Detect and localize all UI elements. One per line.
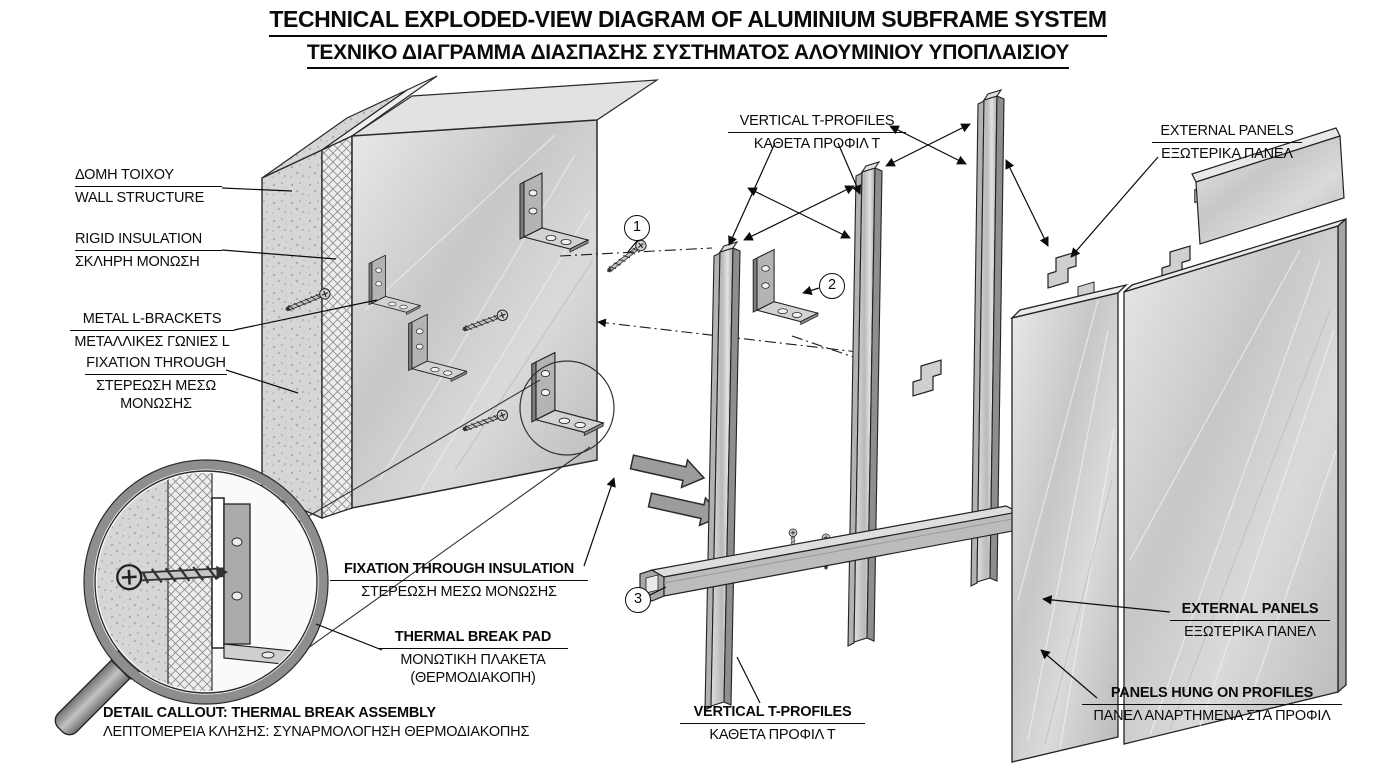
label-fixation-through: FIXATION THROUGH ΣΤΕΡΕΩΣΗ ΜΕΣΩ ΜΟΝΩΣΗΣ [85, 354, 227, 414]
title-greek: ΤΕΧΝΙΚΟ ΔΙΑΓΡΑΜΜΑ ΔΙΑΣΠΑΣΗΣ ΣΥΣΤΗΜΑΤΟΣ Α… [306, 41, 1069, 69]
label-panels-hung-on-profiles: PANELS HUNG ON PROFILES ΠΑΝΕΛ ΑΝΑΡΤΗΜΕΝΑ… [1082, 684, 1342, 725]
label-panels-hung-on-profiles-el: ΠΑΝΕΛ ΑΝΑΡΤΗΜΕΝΑ ΣΤΑ ΠΡΟΦΙΛ [1093, 707, 1331, 724]
external-panel-strip-top [1191, 127, 1345, 245]
label-fixation-through-insulation: FIXATION THROUGH INSULATION ΣΤΕΡΕΩΣΗ ΜΕΣ… [330, 560, 588, 601]
callout-2: 2 [819, 273, 845, 299]
label-external-panels-top-en: EXTERNAL PANELS [1152, 122, 1302, 143]
label-thermal-break-pad-el1: ΜΟΝΩΤΙΚΗ ΠΛΑΚΕΤΑ [400, 651, 546, 668]
label-vertical-t-profiles-top-el: ΚΑΘΕΤΑ ΠΡΟΦΙΛ Τ [753, 135, 881, 152]
label-wall-structure-el: ΔΟΜΗ ΤΟΙΧΟΥ [75, 166, 222, 187]
label-vertical-t-profiles-top: VERTICAL T-PROFILES ΚΑΘΕΤΑ ΠΡΟΦΙΛ Τ [728, 112, 906, 153]
external-panel-b [1123, 217, 1347, 745]
label-fixation-through-insulation-el: ΣΤΕΡΕΩΣΗ ΜΕΣΩ ΜΟΝΩΣΗΣ [361, 583, 557, 600]
detail-tangent-lines [286, 379, 591, 664]
label-thermal-break-pad-el2: (ΘΕΡΜΟΔΙΑΚΟΠΗ) [410, 670, 536, 687]
label-rigid-insulation: RIGID INSULATION ΣΚΛΗΡΗ ΜΟΝΩΣΗ [75, 230, 222, 271]
label-external-panels-right: EXTERNAL PANELS ΕΞΩΤΕΡΙΚΑ ΠΑΝΕΛ [1170, 600, 1330, 641]
rigid-insulation-graphic [321, 134, 353, 519]
label-vertical-t-profiles-top-en: VERTICAL T-PROFILES [728, 112, 906, 133]
label-vertical-t-profiles-bottom: VERTICAL T-PROFILES ΚΑΘΕΤΑ ΠΡΟΦΙΛ Τ [680, 703, 865, 744]
label-rigid-insulation-en: RIGID INSULATION [75, 230, 222, 251]
label-external-panels-top: EXTERNAL PANELS ΕΞΩΤΕΡΙΚΑ ΠΑΝΕΛ [1152, 122, 1302, 163]
magnifier-detail-callout [54, 459, 329, 736]
label-detail-callout: DETAIL CALLOUT: THERMAL BREAK ASSEMBLY Λ… [103, 704, 583, 741]
label-wall-structure-en: WALL STRUCTURE [75, 189, 205, 206]
label-external-panels-right-el: ΕΞΩΤΕΡΙΚΑ ΠΑΝΕΛ [1184, 623, 1316, 640]
exploded-screw-graphic [603, 237, 649, 277]
diagram-title: TECHNICAL EXPLODED-VIEW DIAGRAM OF ALUMI… [0, 6, 1376, 69]
label-detail-callout-en: DETAIL CALLOUT: THERMAL BREAK ASSEMBLY [103, 705, 436, 721]
label-metal-l-brackets: METAL L-BRACKETS ΜΕΤΑΛΛΙΚΕΣ ΓΩΝΙΕΣ L [70, 310, 234, 351]
callout-3: 3 [625, 587, 651, 613]
exploded-bracket-graphic [752, 248, 819, 326]
leader-lines [221, 142, 1171, 704]
title-english: TECHNICAL EXPLODED-VIEW DIAGRAM OF ALUMI… [269, 6, 1107, 37]
label-metal-l-brackets-el: ΜΕΤΑΛΛΙΚΕΣ ΓΩΝΙΕΣ L [74, 333, 230, 350]
label-rigid-insulation-el: ΣΚΛΗΡΗ ΜΟΝΩΣΗ [75, 253, 200, 270]
wall-panel-face [351, 119, 598, 509]
label-fixation-through-insulation-en: FIXATION THROUGH INSULATION [330, 560, 588, 581]
label-fixation-through-el2: ΜΟΝΩΣΗΣ [120, 396, 192, 413]
label-metal-l-brackets-en: METAL L-BRACKETS [70, 310, 234, 331]
t-profile-3 [970, 89, 1005, 587]
external-panel-a [1009, 283, 1129, 763]
label-vertical-t-profiles-bottom-el: ΚΑΘΕΤΑ ΠΡΟΦΙΛ Τ [709, 726, 836, 743]
callout-1: 1 [624, 215, 650, 241]
label-panels-hung-on-profiles-en: PANELS HUNG ON PROFILES [1082, 684, 1342, 705]
label-thermal-break-pad-en: THERMAL BREAK PAD [378, 628, 568, 649]
label-fixation-through-en: FIXATION THROUGH [85, 354, 227, 375]
label-external-panels-right-en: EXTERNAL PANELS [1170, 600, 1330, 621]
label-wall-structure: ΔΟΜΗ ΤΟΙΧΟΥ WALL STRUCTURE [75, 166, 222, 207]
label-detail-callout-el: ΛΕΠΤΟΜΕΡΕΙΑ ΚΛΗΣΗΣ: ΣΥΝΑΡΜΟΛΟΓΗΣΗ ΘΕΡΜΟΔ… [103, 723, 530, 740]
horizontal-channel-graphic [639, 505, 1020, 602]
t-profile-2 [847, 161, 883, 647]
label-external-panels-top-el: ΕΞΩΤΕΡΙΚΑ ΠΑΝΕΛ [1161, 145, 1293, 162]
t-profile-1 [704, 241, 741, 711]
label-vertical-t-profiles-bottom-en: VERTICAL T-PROFILES [680, 703, 865, 724]
detail-source-circle [519, 360, 615, 456]
label-thermal-break-pad: THERMAL BREAK PAD ΜΟΝΩΤΙΚΗ ΠΛΑΚΕΤΑ (ΘΕΡΜ… [378, 628, 568, 688]
label-fixation-through-el1: ΣΤΕΡΕΩΣΗ ΜΕΣΩ [95, 377, 217, 394]
assembly-direction-arrows [629, 454, 724, 527]
